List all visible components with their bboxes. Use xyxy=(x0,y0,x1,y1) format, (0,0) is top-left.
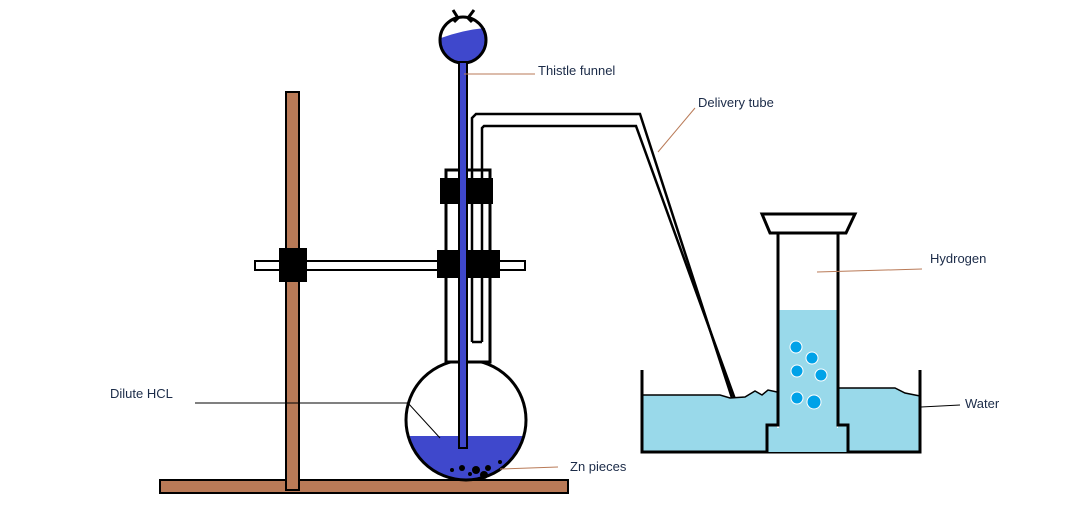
stand-base xyxy=(159,479,569,494)
clamp-boss xyxy=(279,248,307,282)
stand-rod xyxy=(285,91,300,491)
leader-lines xyxy=(195,73,961,470)
neck-clamp xyxy=(437,250,500,278)
zinc-pieces xyxy=(450,460,502,479)
hydrogen-label: Hydrogen xyxy=(930,251,987,266)
water-label: Water xyxy=(965,396,1000,411)
gas-jar xyxy=(759,212,858,452)
thistle-funnel xyxy=(438,9,488,449)
thistle-funnel-label: Thistle funnel xyxy=(538,63,616,78)
trough-water xyxy=(642,390,777,452)
zn-pieces-label: Zn pieces xyxy=(570,459,627,474)
round-bottom-flask xyxy=(404,168,528,482)
delivery-tube-label: Delivery tube xyxy=(698,95,774,110)
delivery-tube xyxy=(470,112,784,434)
dilute-hcl-label: Dilute HCL xyxy=(110,386,173,401)
clamp-arm xyxy=(254,260,526,271)
hydrogen-bubbles xyxy=(789,340,828,410)
